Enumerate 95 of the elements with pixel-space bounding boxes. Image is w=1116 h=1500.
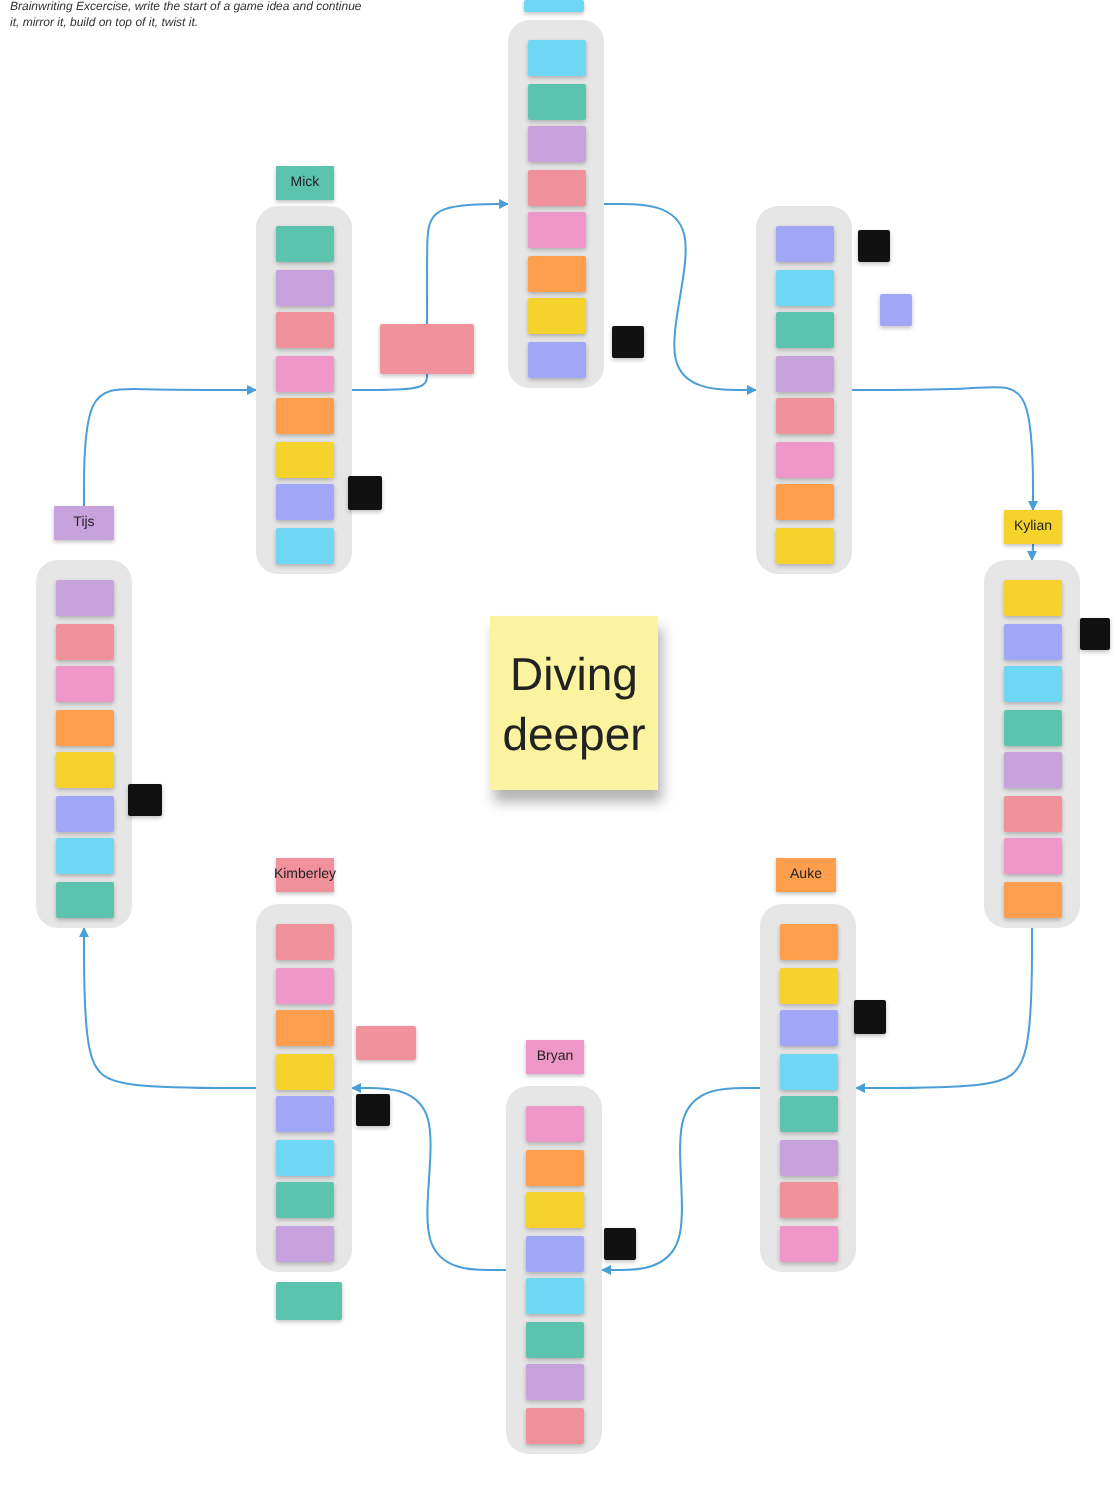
sticky-note <box>525 1106 583 1142</box>
sticky-note <box>779 1053 837 1089</box>
sticky-note <box>1003 623 1061 659</box>
sticky-note <box>275 312 333 348</box>
sticky-note <box>775 527 833 563</box>
sticky-note <box>55 580 113 616</box>
sticky-note <box>275 355 333 391</box>
sticky-note <box>275 1010 333 1046</box>
sticky-note <box>775 269 833 305</box>
sticky-note <box>55 666 113 702</box>
heading-note: Diving deeper <box>490 616 658 790</box>
sticky-note <box>775 441 833 477</box>
sticky-note <box>1003 666 1061 702</box>
sticky-note <box>275 269 333 305</box>
sticky-note <box>356 1094 390 1126</box>
sticky-note <box>527 83 585 119</box>
sticky-note <box>525 1364 583 1400</box>
sticky-note <box>779 1139 837 1175</box>
sticky-note <box>55 838 113 874</box>
sticky-note <box>275 441 333 477</box>
sticky-note <box>55 709 113 745</box>
sticky-note <box>527 212 585 248</box>
sticky-note <box>854 1000 886 1034</box>
sticky-note <box>858 230 890 262</box>
sticky-note <box>779 1182 837 1218</box>
sticky-note <box>55 752 113 788</box>
sticky-note <box>55 881 113 917</box>
column-panel <box>508 20 604 388</box>
sticky-note <box>525 1192 583 1228</box>
column-panel <box>256 206 352 574</box>
arrow <box>855 927 1033 1093</box>
name-tag <box>524 0 584 12</box>
sticky-note <box>527 298 585 334</box>
column-panel <box>36 560 132 928</box>
sticky-note <box>1003 709 1061 745</box>
column-panel <box>256 904 352 1272</box>
sticky-note <box>525 1407 583 1443</box>
sticky-note <box>775 398 833 434</box>
sticky-note <box>880 294 912 326</box>
sticky-note <box>527 126 585 162</box>
sticky-note <box>775 355 833 391</box>
sticky-note <box>779 1096 837 1132</box>
sticky-note <box>275 398 333 434</box>
sticky-note <box>779 924 837 960</box>
sticky-note <box>525 1235 583 1271</box>
sticky-note <box>525 1278 583 1314</box>
sticky-note <box>356 1026 416 1060</box>
sticky-note <box>380 324 474 374</box>
sticky-note <box>779 967 837 1003</box>
sticky-note <box>348 476 382 510</box>
sticky-note <box>275 1225 333 1261</box>
sticky-note <box>275 1053 333 1089</box>
column-panel <box>984 560 1080 928</box>
column-panel <box>506 1086 602 1454</box>
sticky-note <box>779 1225 837 1261</box>
arrow <box>426 199 509 325</box>
sticky-note <box>55 795 113 831</box>
sticky-note <box>275 527 333 563</box>
sticky-note <box>527 169 585 205</box>
arrow <box>83 385 257 507</box>
sticky-note <box>525 1149 583 1185</box>
sticky-note <box>1003 752 1061 788</box>
sticky-note <box>604 1228 636 1260</box>
sticky-note <box>1003 795 1061 831</box>
sticky-note <box>275 1096 333 1132</box>
sticky-note <box>525 1321 583 1357</box>
sticky-note <box>1003 580 1061 616</box>
column-panel <box>760 904 856 1272</box>
sticky-note <box>1003 838 1061 874</box>
column-panel <box>756 206 852 574</box>
sticky-note <box>275 924 333 960</box>
arrow <box>851 386 1038 511</box>
arrow <box>601 1087 761 1275</box>
sticky-note <box>275 484 333 520</box>
sticky-note <box>527 341 585 377</box>
sticky-note <box>1003 881 1061 917</box>
sticky-note <box>275 967 333 1003</box>
sticky-note <box>55 623 113 659</box>
sticky-note <box>779 1010 837 1046</box>
sticky-note <box>275 1139 333 1175</box>
sticky-note <box>775 484 833 520</box>
arrow <box>1027 543 1037 561</box>
sticky-note <box>775 226 833 262</box>
sticky-note <box>612 326 644 358</box>
arrow <box>603 203 757 395</box>
sticky-note <box>527 255 585 291</box>
arrow <box>79 927 257 1089</box>
sticky-note <box>128 784 162 816</box>
sticky-note <box>276 1282 342 1320</box>
arrow <box>351 1083 507 1271</box>
sticky-note <box>275 226 333 262</box>
sticky-note <box>275 1182 333 1218</box>
sticky-note <box>775 312 833 348</box>
sticky-note <box>1080 618 1110 650</box>
sticky-note <box>527 40 585 76</box>
